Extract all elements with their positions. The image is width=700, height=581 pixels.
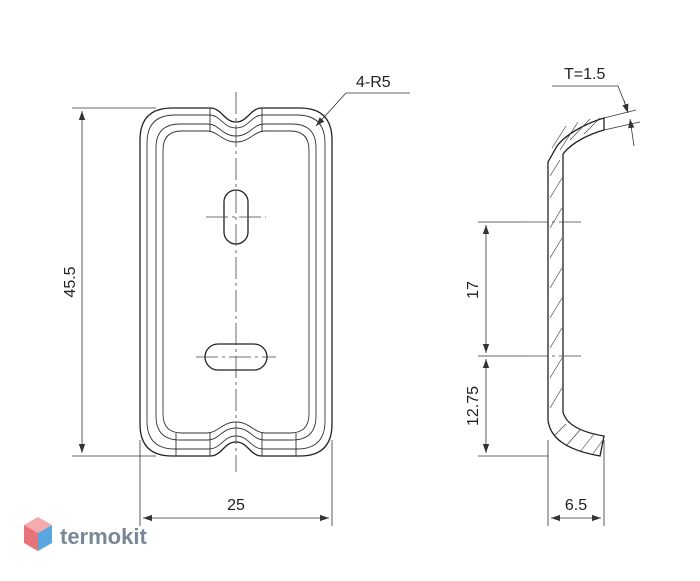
height-dimension: 45.5 xyxy=(62,107,156,457)
termokit-logo: termokit xyxy=(24,517,147,551)
height-label: 45.5 xyxy=(62,266,79,297)
front-outer-outline xyxy=(139,107,333,457)
slot-spacing-label: 17 xyxy=(465,281,482,299)
slot-spacing-dimension: 17 xyxy=(465,221,526,357)
radius-leader: 4-R5 xyxy=(315,74,410,127)
width-label: 25 xyxy=(227,497,245,514)
side-profile xyxy=(547,117,605,457)
radius-label: 4-R5 xyxy=(356,74,391,91)
width-dimension: 25 xyxy=(139,440,333,526)
depth-dimension: 6.5 xyxy=(547,440,605,526)
slot-offset-dimension: 12.75 xyxy=(465,359,548,457)
front-inner-outline-2 xyxy=(162,130,310,434)
front-inner-outline xyxy=(155,123,317,441)
cube-logo-icon xyxy=(24,517,52,551)
side-view xyxy=(526,117,605,457)
brand-name: termokit xyxy=(60,524,147,549)
thickness-dimension: T=1.5 xyxy=(552,66,641,147)
slot-offset-label: 12.75 xyxy=(465,386,482,426)
front-view xyxy=(139,92,333,472)
depth-label: 6.5 xyxy=(565,497,587,514)
lower-slot xyxy=(204,343,268,371)
front-outline-2 xyxy=(146,114,326,450)
thickness-label: T=1.5 xyxy=(564,66,605,83)
upper-slot xyxy=(223,189,249,245)
